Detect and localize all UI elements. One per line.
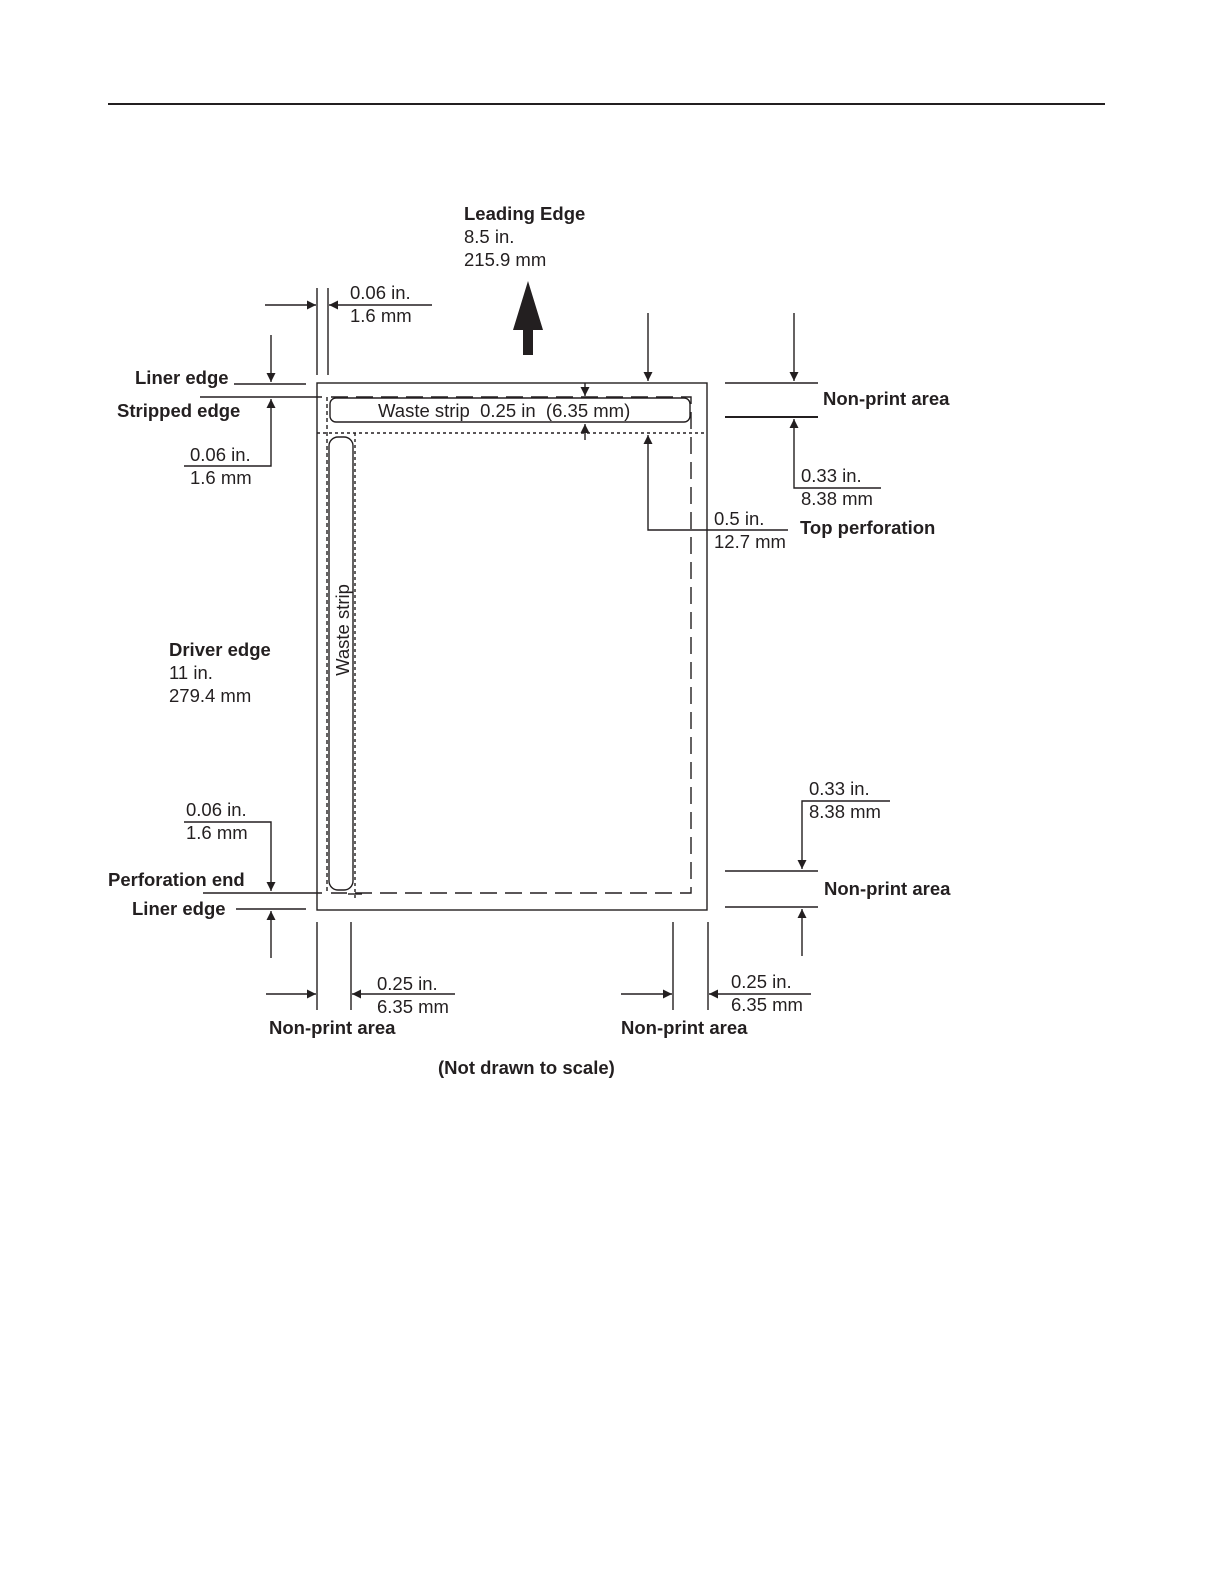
top-perforation-title: Top perforation (800, 517, 936, 538)
non-print-top-inches: 0.33 in. (801, 465, 862, 486)
dim-arrow (184, 821, 276, 891)
driver-edge-title: Driver edge (169, 639, 271, 660)
leading-edge-arrow (513, 281, 543, 355)
liner-edge-top-label: Liner edge (135, 367, 229, 388)
waste-strip-top (329, 397, 691, 423)
non-print-top-right-label: Non-print area (823, 388, 950, 409)
liner-edge-bottom-label: Liner edge (132, 898, 226, 919)
non-print-bottom-right-label: Non-print area (824, 878, 951, 899)
stripped-edge-label: Stripped edge (117, 400, 241, 421)
top-perforation-mm: 12.7 mm (714, 531, 786, 552)
perforation-offset-mm: 1.6 mm (186, 822, 248, 843)
waste-strip-top-label: Waste strip 0.25 in (6.35 mm) (378, 400, 631, 421)
dim-arrow (643, 435, 788, 531)
non-print-right-mm: 6.35 mm (731, 994, 803, 1015)
dim-arrow (789, 419, 881, 489)
liner-offset-top-mm: 1.6 mm (350, 305, 412, 326)
stripped-offset-inches: 0.06 in. (190, 444, 251, 465)
leading-edge-mm: 215.9 mm (464, 249, 547, 270)
waste-strip-side (328, 436, 354, 891)
top-perforation-inches: 0.5 in. (714, 508, 765, 529)
non-print-left-mm: 6.35 mm (377, 996, 449, 1017)
liner-offset-top-inches: 0.06 in. (350, 282, 411, 303)
dim-arrow (797, 800, 890, 869)
perforation-end-label: Perforation end (108, 869, 245, 890)
leading-edge-title: Leading Edge (464, 203, 586, 224)
perforation-offset-inches: 0.06 in. (186, 799, 247, 820)
non-print-top-mm: 8.38 mm (801, 488, 873, 509)
driver-edge-mm: 279.4 mm (169, 685, 252, 706)
non-print-left-inches: 0.25 in. (377, 973, 438, 994)
waste-strip-side-label: Waste strip (332, 584, 353, 676)
leading-edge-inches: 8.5 in. (464, 226, 515, 247)
non-print-right-label: Non-print area (621, 1017, 748, 1038)
printable-area-dashed (331, 396, 692, 894)
non-print-bottom-inches: 0.33 in. (809, 778, 870, 799)
non-print-bottom-mm: 8.38 mm (809, 801, 881, 822)
non-print-left-label: Non-print area (269, 1017, 396, 1038)
liner-sheet-outline (316, 382, 708, 911)
driver-edge-inches: 11 in. (169, 662, 213, 683)
stripped-offset-mm: 1.6 mm (190, 467, 252, 488)
non-print-right-inches: 0.25 in. (731, 971, 792, 992)
not-to-scale-note: (Not drawn to scale) (438, 1057, 615, 1078)
dim-arrow (184, 399, 276, 467)
